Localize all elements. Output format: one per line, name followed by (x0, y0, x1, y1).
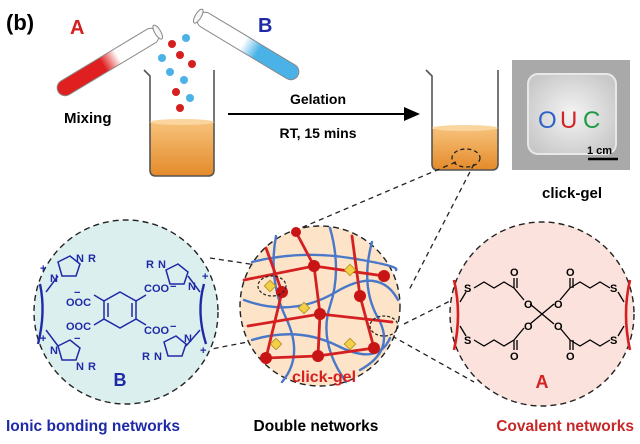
covalent-networks-label: Covalent networks (496, 418, 634, 435)
chem-label: N (184, 333, 192, 345)
chem-label: N (158, 259, 166, 271)
chem-label: OOC (66, 321, 91, 333)
covalent-network-circle: S S S S O O O O O O O O A (449, 221, 635, 407)
chem-label: O (524, 299, 533, 311)
ionic-chemical-structure (36, 255, 208, 361)
covalent-backbone-left (452, 279, 460, 351)
chem-label: N (154, 351, 162, 363)
chem-label: N (50, 273, 58, 285)
chem-label: R (146, 259, 154, 271)
chem-label: − (74, 287, 80, 299)
left-circle-component-label: B (114, 370, 127, 390)
gel-photo: O U C 1 cm (512, 60, 630, 170)
chem-label: N (50, 345, 58, 357)
chem-label: COO (144, 325, 170, 337)
gelation-arrow (228, 107, 420, 121)
droplets (158, 34, 196, 112)
blue-network-strands (242, 226, 400, 384)
test-tube-b (192, 8, 300, 81)
double-network-circle: click-gel (239, 225, 401, 387)
middle-circle-label: click-gel (292, 369, 356, 386)
chem-label: O (566, 351, 575, 363)
photo-letter-o: O (538, 107, 557, 134)
zoom-marker-right (369, 315, 399, 337)
photo-letter-c: C (583, 107, 600, 134)
ionic-nodes (263, 263, 357, 351)
chem-label: O (524, 321, 533, 333)
chem-label: S (610, 335, 617, 347)
chem-label: R (88, 253, 96, 265)
chem-label: COO (144, 283, 170, 295)
mixing-label: Mixing (64, 110, 112, 127)
photo-letter-u: U (560, 107, 577, 134)
chem-label: S (610, 283, 617, 295)
double-networks-label: Double networks (254, 418, 379, 435)
chem-label: − (170, 321, 176, 333)
chem-label: + (200, 345, 206, 357)
right-circle-component-label: A (536, 372, 549, 392)
mixing-beaker (143, 69, 215, 177)
chem-label: O (510, 267, 519, 279)
ionic-networks-label: Ionic bonding networks (6, 418, 180, 435)
panel-label: (b) (6, 10, 34, 35)
ionic-network-circle: N R N + − OOC OOC − + N N R COO − R N N … (33, 219, 219, 405)
covalent-backbone-right (624, 279, 632, 351)
tube-a-label: A (70, 17, 84, 39)
chem-label: N (188, 281, 196, 293)
chem-label: S (464, 335, 471, 347)
chem-label: O (566, 267, 575, 279)
chem-label: − (170, 281, 176, 293)
gel-beaker (425, 69, 499, 171)
chem-label: + (202, 271, 208, 283)
tube-b-label: B (258, 15, 272, 37)
test-tube-a (56, 24, 164, 97)
chem-label: + (40, 263, 46, 275)
chem-label: + (40, 333, 46, 345)
chem-label: OOC (66, 297, 91, 309)
chem-label: R (142, 351, 150, 363)
chem-label: N (76, 253, 84, 265)
photo-caption: click-gel (542, 185, 602, 202)
covalent-chemical-structure (459, 278, 625, 350)
chem-label: N (76, 361, 84, 373)
chem-label: O (554, 299, 563, 311)
arrow-top-label: Gelation (290, 91, 346, 107)
chem-label: − (74, 333, 80, 345)
chem-label: O (554, 321, 563, 333)
chem-label: S (464, 283, 471, 295)
scale-bar-label: 1 cm (587, 145, 612, 157)
chem-label: R (88, 361, 96, 373)
chem-label: O (510, 351, 519, 363)
zoom-marker-left (257, 275, 287, 297)
arrow-bottom-label: RT, 15 mins (279, 125, 356, 141)
